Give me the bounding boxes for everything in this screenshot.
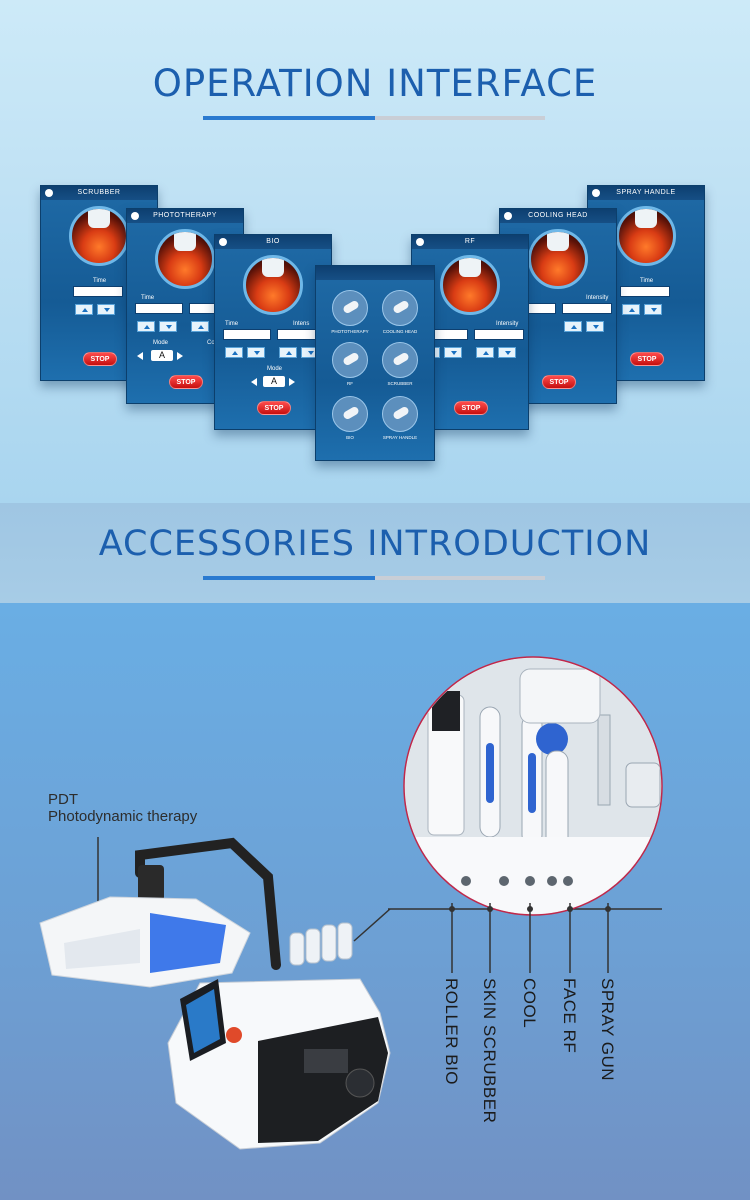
brand-logo-icon: [219, 238, 227, 246]
brand-logo-icon: [416, 238, 424, 246]
spray-gun-label: SPRAY GUN: [598, 978, 617, 1082]
pdt-label: PDT Photodynamic therapy: [48, 791, 197, 825]
time-field[interactable]: [620, 286, 670, 297]
time-stepper[interactable]: [225, 345, 269, 358]
mode-next-icon[interactable]: [177, 352, 183, 360]
stop-button[interactable]: STOP: [454, 401, 488, 415]
accessories-title: ACCESSORIES INTRODUCTION: [98, 524, 652, 564]
handpiece-image: [528, 229, 588, 289]
time-label: Time: [141, 295, 155, 301]
intensity-field[interactable]: [562, 303, 612, 314]
brand-logo-icon: [504, 212, 512, 220]
intensity-field[interactable]: [474, 329, 524, 340]
second-stepper[interactable]: [191, 319, 213, 332]
time-stepper[interactable]: [75, 302, 119, 315]
accessories-title-underline: [203, 576, 545, 580]
operation-title-underline: [203, 116, 545, 120]
menu-spray-handle-button[interactable]: [382, 396, 418, 432]
accessories-header-band: [0, 503, 750, 603]
skin-scrubber-label: SKIN SCRUBBER: [480, 978, 499, 1124]
menu-label: RF: [347, 381, 353, 386]
menu-scrubber-button[interactable]: [382, 342, 418, 378]
time-label: Time: [640, 278, 654, 284]
time-label: Time: [225, 321, 239, 327]
menu-label: BIO: [346, 435, 354, 440]
handpiece-image: [243, 255, 303, 315]
operation-title: OPERATION INTERFACE: [152, 62, 598, 105]
menu-cooling-head-button[interactable]: [382, 290, 418, 326]
time-field[interactable]: [135, 303, 183, 314]
panel-rf: RF Intensity STOP: [411, 234, 529, 430]
mode-value: A: [263, 376, 285, 387]
panel-title: SPRAY HANDLE: [616, 189, 676, 196]
intensity-stepper[interactable]: [476, 345, 520, 358]
menu-bio-button[interactable]: [332, 396, 368, 432]
roller-bio-label: ROLLER BIO: [442, 978, 461, 1086]
time-stepper[interactable]: [137, 319, 181, 332]
mode-prev-icon[interactable]: [137, 352, 143, 360]
brand-logo-icon: [131, 212, 139, 220]
menu-label: SPRAY HANDLE: [382, 435, 418, 440]
panel-title: PHOTOTHERAPY: [153, 212, 217, 219]
mode-next-icon[interactable]: [289, 378, 295, 386]
stop-button[interactable]: STOP: [257, 401, 291, 415]
panel-bio: BIO Time Intens Mode A STOP: [214, 234, 332, 430]
menu-rf-button[interactable]: [332, 342, 368, 378]
stop-button[interactable]: STOP: [169, 375, 203, 389]
menu-label: COOLING HEAD: [382, 329, 418, 334]
pdt-title: PDT: [48, 791, 78, 808]
machine-illustration: [39, 656, 663, 1150]
menu-label: PHOTOTHERAPY: [331, 329, 369, 334]
color-label: Colo: [207, 340, 219, 352]
panel-title: SCRUBBER: [77, 189, 121, 196]
intensity-label: Intensity: [496, 321, 519, 327]
handpiece-image: [69, 206, 129, 266]
face-rf-label: FACE RF: [560, 978, 579, 1054]
panel-title: BIO: [266, 238, 280, 245]
stop-button[interactable]: STOP: [630, 352, 664, 366]
panel-main-menu: PHOTOTHERAPY COOLING HEAD RF SCRUBBER BI…: [315, 265, 435, 461]
cool-label: COOL: [520, 978, 539, 1029]
intensity-label: Intensity: [586, 295, 609, 301]
handpiece-image: [440, 255, 500, 315]
pdt-subtitle: Photodynamic therapy: [48, 808, 198, 825]
mode-label: Mode: [267, 366, 283, 372]
intensity-label: Intens: [293, 321, 310, 327]
handpiece-image: [616, 206, 676, 266]
time-label: Time: [93, 278, 107, 284]
handpiece-image: [155, 229, 215, 289]
stop-button[interactable]: STOP: [542, 375, 576, 389]
stop-button[interactable]: STOP: [83, 352, 117, 366]
time-stepper[interactable]: [622, 302, 666, 315]
mode-value: A: [151, 350, 173, 361]
mode-label: Mode: [153, 340, 169, 346]
menu-phototherapy-button[interactable]: [332, 290, 368, 326]
panel-title: COOLING HEAD: [528, 212, 588, 219]
menu-label: SCRUBBER: [387, 381, 413, 386]
panel-title: RF: [464, 238, 476, 245]
mode-prev-icon[interactable]: [251, 378, 257, 386]
time-field[interactable]: [73, 286, 123, 297]
brand-logo-icon: [592, 189, 600, 197]
intensity-stepper[interactable]: [564, 319, 608, 332]
time-field[interactable]: [223, 329, 271, 340]
brand-logo-icon: [45, 189, 53, 197]
